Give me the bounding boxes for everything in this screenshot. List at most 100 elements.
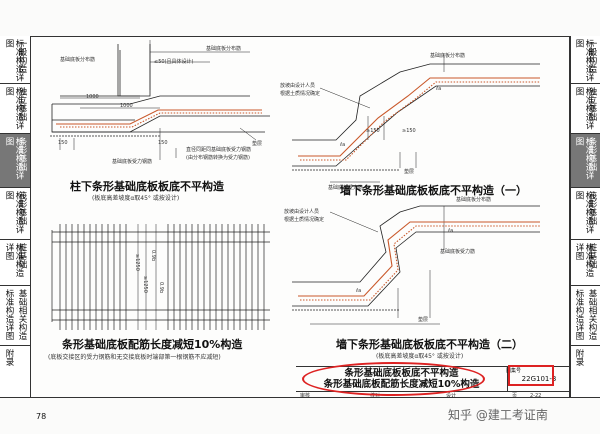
atlas-label: 图集号 bbox=[506, 368, 522, 374]
left-index-tab-5-section: 基础相关构造 bbox=[17, 289, 27, 340]
d1-label-3: 1000 bbox=[86, 94, 99, 100]
left-index-tab-2-section: 条形基础 bbox=[17, 137, 27, 171]
diagram-4-rebar bbox=[298, 221, 540, 301]
d1-label-4: 1000 bbox=[120, 103, 133, 109]
d2-title: 墙下条形基础底板板底不平构造（一） bbox=[340, 184, 527, 197]
d2-label-2: 根据土质情况确定 bbox=[280, 91, 321, 97]
left-index-tab-2-label: 标准构造详图 bbox=[4, 137, 24, 180]
d3-label-1: ≥1250 bbox=[142, 276, 148, 293]
left-index-tab-6-label: 附录 bbox=[4, 349, 14, 366]
d1-label-9: (由分布钢筋转换为受力钢筋) bbox=[186, 155, 250, 161]
atlas-number-highlight bbox=[508, 365, 554, 386]
left-index-tab-2[interactable]: 标准构造详图条形基础 bbox=[0, 134, 30, 188]
right-chapter-index: 标准构造详图一般构造标准构造详图独立基础标准构造详图条形基础标准构造详图筏形基础… bbox=[570, 36, 600, 398]
left-index-tab-3-section: 筏形基础 bbox=[17, 191, 27, 225]
d4-label-0: 基础底板分布筋 bbox=[456, 197, 492, 203]
right-index-tab-3-section: 筏形基础 bbox=[587, 191, 597, 225]
left-index-tab-0-label: 标准构造详图 bbox=[4, 39, 24, 82]
left-index-tab-5[interactable]: 标准构造详图基础相关构造 bbox=[0, 286, 30, 346]
diagram-2-rebar bbox=[298, 77, 540, 161]
d1-label-0: 基础底板分布筋 bbox=[206, 46, 242, 52]
left-index-tab-1-section: 独立基础 bbox=[17, 87, 27, 121]
right-index-tab-3-label: 标准构造详图 bbox=[574, 191, 594, 234]
d3-subtitle: (底板交接区的受力钢筋和无交接底板时端部第一根钢筋不应减短) bbox=[48, 354, 221, 361]
right-index-tab-0[interactable]: 标准构造详图一般构造 bbox=[571, 36, 600, 84]
d1-label-8: 直径同距同基础底板受力钢筋 bbox=[186, 147, 252, 153]
left-index-tab-6[interactable]: 附录 bbox=[0, 346, 30, 398]
right-index-tab-5-section: 基础相关构造 bbox=[587, 289, 597, 340]
right-index-tab-6-label: 附录 bbox=[574, 349, 584, 366]
atlas-number: 22G101-3 bbox=[521, 375, 557, 383]
d4-label-1: 放坡由设计人员 bbox=[284, 209, 320, 215]
review-label: 审核 bbox=[300, 393, 311, 399]
design-label: 设计 bbox=[446, 393, 457, 399]
left-index-tab-5-label: 标准构造详图 bbox=[4, 289, 14, 340]
d2-label-3: 基础底板受力筋 bbox=[328, 185, 364, 191]
left-index-tab-3[interactable]: 标准构造详图筏形基础 bbox=[0, 188, 30, 240]
atlas-number-cell: 图集号 22G101-3 bbox=[506, 367, 570, 391]
left-index-tab-1-label: 标准构造详图 bbox=[4, 87, 24, 130]
right-index-tab-4-section: 桩基础 bbox=[587, 243, 597, 269]
d4-label-6: ℓa bbox=[356, 288, 362, 294]
d2-label-0: 基础底板分布筋 bbox=[430, 53, 466, 59]
diagram-1-drawing bbox=[50, 40, 270, 160]
right-index-tab-2-section: 条形基础 bbox=[587, 137, 597, 171]
d2-label-4: 垫层 bbox=[404, 169, 415, 175]
diagram-4-drawing bbox=[292, 205, 540, 325]
d4-subtitle: (板底高差坡度α取45° 或按设计) bbox=[376, 353, 464, 360]
d1-label-6: 150 bbox=[158, 140, 168, 146]
d2-label-8: ≥150 bbox=[402, 128, 416, 134]
left-index-tab-4-section: 桩基础 bbox=[17, 243, 27, 269]
d4-label-2: 根据土质情况确定 bbox=[284, 217, 325, 223]
right-index-tab-5[interactable]: 标准构造详图基础相关构造 bbox=[571, 286, 600, 346]
left-index-tab-4[interactable]: 标准构造详图桩基础 bbox=[0, 240, 30, 286]
right-index-tab-2-label: 标准构造详图 bbox=[574, 137, 594, 180]
d4-label-3: 基础底板受力筋 bbox=[440, 249, 476, 255]
d4-title: 墙下条形基础底板板底不平构造（二） bbox=[336, 338, 523, 351]
d4-label-4: 垫层 bbox=[418, 317, 429, 323]
diagram-2-drawing bbox=[292, 54, 540, 183]
d1-label-5: 150 bbox=[58, 140, 68, 146]
d2-label-6: ℓa bbox=[340, 142, 346, 148]
d3-label-0: ≥1250 bbox=[134, 254, 140, 271]
left-index-tab-3-label: 标准构造详图 bbox=[4, 191, 24, 234]
right-index-tab-0-label: 标准构造详图 bbox=[574, 39, 594, 82]
d3-label-3: 0.9b bbox=[158, 282, 164, 294]
watermark: 知乎 @建工考证南 bbox=[448, 408, 548, 422]
right-index-tab-2[interactable]: 标准构造详图条形基础 bbox=[571, 134, 600, 188]
right-index-tab-4-label: 标准构造详图 bbox=[574, 243, 594, 277]
check-label: 校对 bbox=[370, 393, 381, 399]
d1-subtitle: (板底高差坡度α取45° 或按设计) bbox=[92, 195, 180, 202]
left-index-tab-0[interactable]: 标准构造详图一般构造 bbox=[0, 36, 30, 84]
left-chapter-index: 标准构造详图一般构造标准构造详图独立基础标准构造详图条形基础标准构造详图筏形基础… bbox=[0, 36, 31, 398]
sheet-page-number: 2-22 bbox=[530, 393, 542, 399]
right-index-tab-3[interactable]: 标准构造详图筏形基础 bbox=[571, 188, 600, 240]
d1-label-10: 垫层 bbox=[252, 141, 263, 147]
d1-label-7: 基础底板受力钢筋 bbox=[112, 159, 153, 165]
right-index-tab-0-section: 一般构造 bbox=[587, 39, 597, 73]
right-index-tab-5-label: 标准构造详图 bbox=[574, 289, 584, 340]
d1-label-2: ≤50(且具体设计) bbox=[154, 59, 194, 65]
d1-title: 柱下条形基础底板板底不平构造 bbox=[70, 180, 224, 193]
page-number: 78 bbox=[36, 412, 47, 421]
d4-label-5: ℓa bbox=[448, 228, 454, 234]
d1-label-1: 基础底板分布筋 bbox=[60, 57, 96, 63]
right-index-tab-1[interactable]: 标准构造详图独立基础 bbox=[571, 84, 600, 134]
d3-label-2: 0.9b bbox=[150, 250, 156, 262]
left-index-tab-4-label: 标准构造详图 bbox=[4, 243, 24, 277]
page-label: 页 bbox=[512, 393, 518, 399]
d2-label-1: 放坡由设计人员 bbox=[280, 83, 316, 89]
d2-label-5: ℓa bbox=[436, 86, 442, 92]
right-index-tab-4[interactable]: 标准构造详图桩基础 bbox=[571, 240, 600, 286]
right-index-tab-6[interactable]: 附录 bbox=[571, 346, 600, 398]
left-index-tab-1[interactable]: 标准构造详图独立基础 bbox=[0, 84, 30, 134]
right-index-tab-1-label: 标准构造详图 bbox=[574, 87, 594, 130]
right-index-tab-1-section: 独立基础 bbox=[587, 87, 597, 121]
diagram-1-rebar bbox=[56, 109, 262, 128]
diagram-3-drawing bbox=[51, 224, 270, 330]
left-index-tab-0-section: 一般构造 bbox=[17, 39, 27, 73]
d3-title: 条形基础底板配筋长度减短10%构造 bbox=[62, 338, 243, 351]
d2-label-7: ≥150 bbox=[366, 128, 380, 134]
